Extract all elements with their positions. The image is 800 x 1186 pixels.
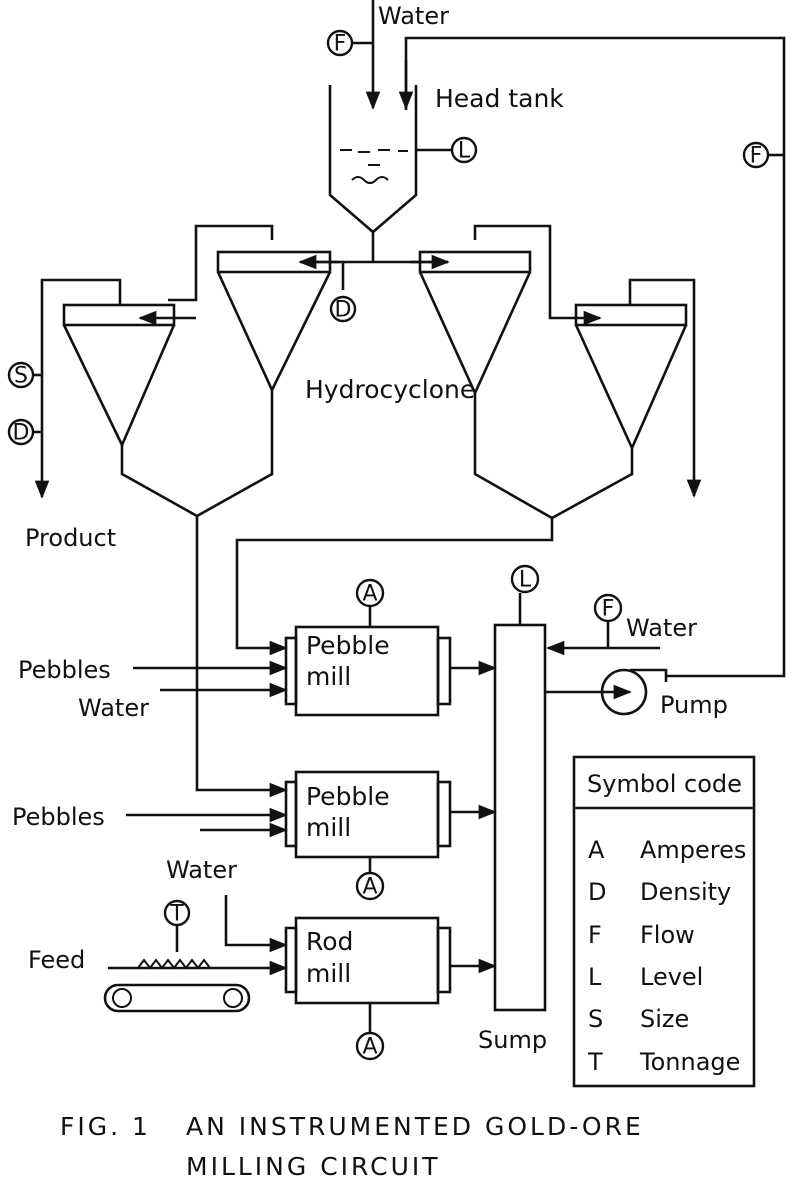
pump-label: Pump	[660, 691, 728, 719]
ammeter-rod-mill: A	[355, 1031, 385, 1061]
ammeter-mill-1: A	[355, 578, 385, 608]
hydrocyclone-left-outer	[34, 278, 196, 499]
feed-conveyor	[103, 983, 251, 1013]
hydrocyclone-right-inner	[418, 224, 602, 397]
pebbles-2-label: Pebbles	[12, 803, 105, 831]
sump	[493, 623, 547, 1012]
legend-meaning: Amperes	[640, 836, 746, 864]
figure-caption-line1: AN INSTRUMENTED GOLD-ORE	[186, 1112, 644, 1141]
density-instrument-feed: D	[329, 295, 357, 323]
flow-instrument-top: F	[326, 29, 354, 57]
legend-code: T	[587, 1048, 603, 1076]
density-instrument-product: D	[7, 418, 35, 446]
rod-mill-type: mill	[306, 959, 351, 988]
recycle-line	[404, 36, 786, 678]
svg-text:A: A	[362, 875, 377, 900]
rod-mill-name: Rod	[306, 927, 353, 956]
legend-meaning: Level	[640, 963, 703, 991]
legend-code: D	[588, 878, 606, 906]
pebbles-1-label: Pebbles	[18, 656, 111, 684]
mill-2-type: mill	[306, 813, 351, 842]
flow-instrument-water: F	[593, 593, 623, 623]
water-pump-label: Water	[626, 614, 697, 642]
pump	[545, 668, 668, 716]
product-label: Product	[25, 524, 116, 552]
head-tank-label: Head tank	[435, 84, 564, 113]
svg-text:A: A	[362, 582, 377, 607]
ammeter-mill-2: A	[355, 871, 385, 901]
legend-meaning: Tonnage	[639, 1048, 740, 1076]
underflow-right	[473, 393, 634, 520]
legend-code: L	[588, 963, 602, 991]
mill-1-type: mill	[306, 662, 351, 691]
level-instrument-sump: L	[510, 564, 540, 594]
hydrocyclone-left-inner	[168, 224, 332, 394]
legend-meaning: Size	[640, 1005, 689, 1033]
underflow-left	[120, 390, 274, 518]
size-instrument-product: S	[7, 361, 35, 389]
water-1-label: Water	[78, 694, 149, 722]
symbol-legend: Symbol code A Amperes D Density F Flow L…	[572, 755, 756, 1088]
svg-text:F: F	[602, 597, 615, 622]
tonnage-instrument-feed: T	[163, 899, 191, 927]
svg-text:F: F	[334, 32, 347, 57]
legend-code: F	[588, 921, 602, 949]
figure-caption-line2: MILLING CIRCUIT	[186, 1152, 441, 1181]
svg-text:T: T	[169, 902, 184, 927]
water-top-label: Water	[378, 2, 449, 30]
mill-1-name: Pebble	[306, 631, 390, 660]
svg-text:L: L	[519, 568, 532, 593]
rod-mill	[284, 916, 452, 1005]
legend-meaning: Flow	[640, 921, 695, 949]
mill-2-name: Pebble	[306, 782, 390, 811]
svg-text:S: S	[14, 364, 28, 389]
svg-text:F: F	[750, 144, 763, 169]
svg-text:D: D	[13, 421, 30, 446]
svg-text:D: D	[335, 298, 352, 323]
legend-code: A	[588, 836, 605, 864]
svg-text:A: A	[362, 1035, 377, 1060]
level-instrument-tank: L	[450, 136, 478, 164]
hydrocyclone-right-outer	[574, 278, 702, 498]
legend-code: S	[588, 1005, 603, 1033]
legend-title: Symbol code	[587, 770, 742, 798]
figure-number: FIG. 1	[60, 1112, 151, 1141]
sump-label: Sump	[478, 1026, 547, 1054]
flow-instrument-recycle: F	[742, 141, 770, 169]
water-rod-label: Water	[166, 856, 237, 884]
legend-meaning: Density	[640, 878, 731, 906]
hydrocyclone-label: Hydrocyclone	[305, 375, 475, 404]
feed-label: Feed	[28, 946, 85, 974]
svg-text:L: L	[458, 139, 471, 164]
